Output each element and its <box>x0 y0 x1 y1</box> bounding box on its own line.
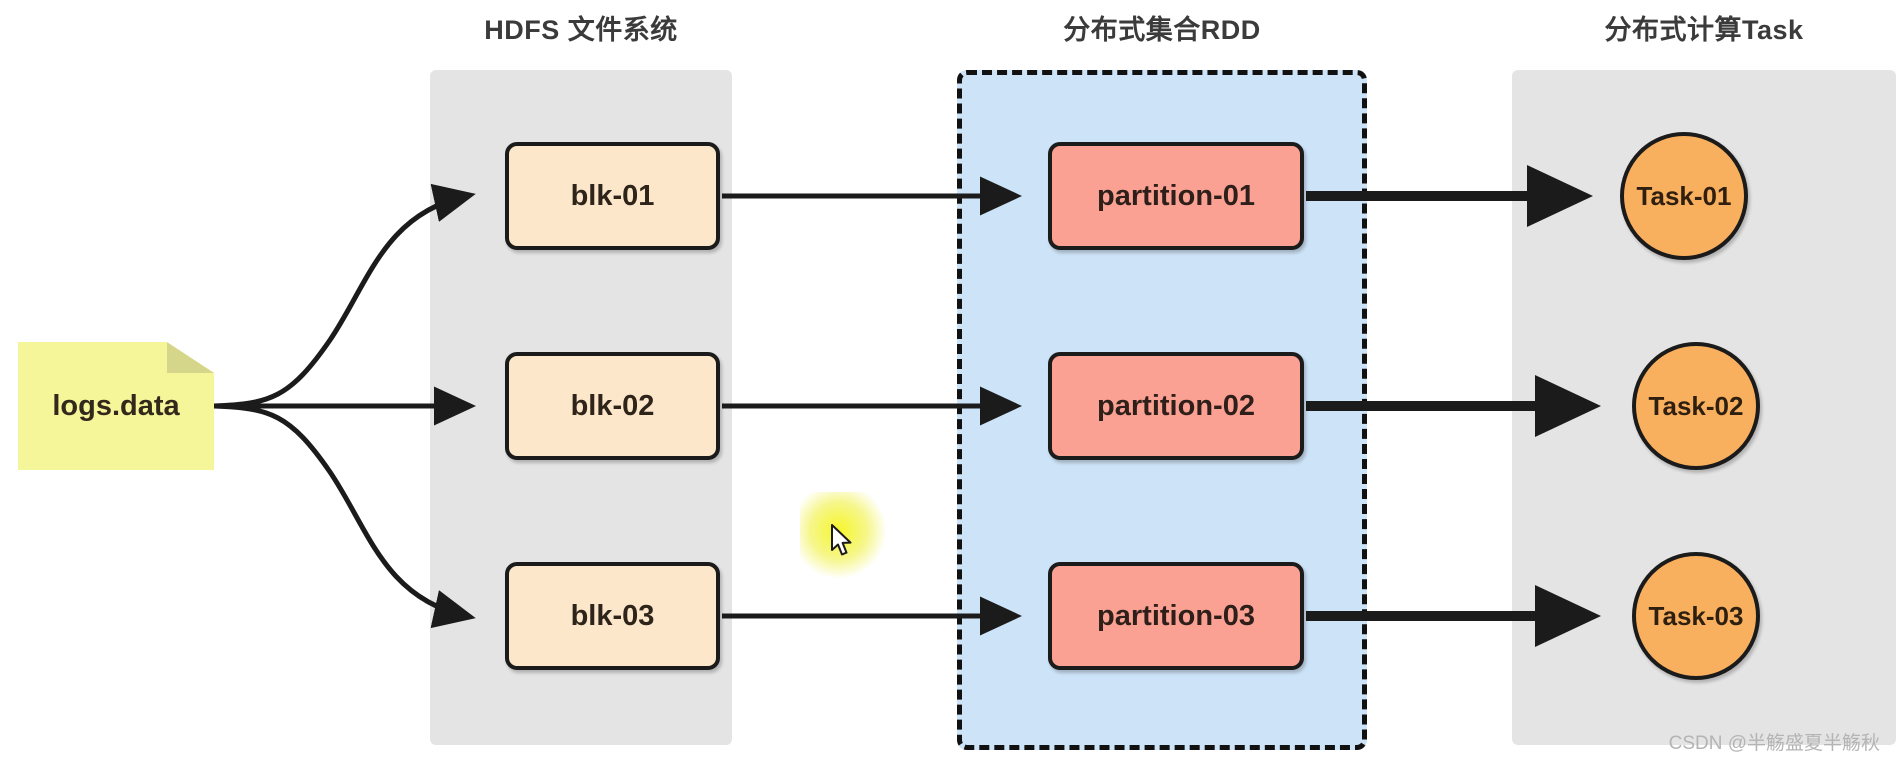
task-node-1[interactable]: Task-01 <box>1620 132 1748 260</box>
arrow-source-to-blocks <box>211 183 476 629</box>
source-file-label: logs.data <box>52 389 180 422</box>
partition-node-2[interactable]: partition-02 <box>1048 352 1304 460</box>
cursor-overlay <box>800 492 886 578</box>
task-node-3[interactable]: Task-03 <box>1632 552 1760 680</box>
column-title-hdfs: HDFS 文件系统 <box>484 15 678 45</box>
watermark-text: CSDN @半觞盛夏半觞秋 <box>1668 733 1880 754</box>
source-file-note[interactable]: logs.data <box>18 342 214 470</box>
mouse-pointer-icon <box>831 524 852 556</box>
partition-node-3[interactable]: partition-03 <box>1048 562 1304 670</box>
block-node-3[interactable]: blk-03 <box>505 562 720 670</box>
partition-node-1[interactable]: partition-01 <box>1048 142 1304 250</box>
column-title-rdd: 分布式集合RDD <box>1063 15 1261 45</box>
task-node-2[interactable]: Task-02 <box>1632 342 1760 470</box>
column-title-task: 分布式计算Task <box>1604 15 1804 45</box>
block-node-2[interactable]: blk-02 <box>505 352 720 460</box>
block-node-1[interactable]: blk-01 <box>505 142 720 250</box>
